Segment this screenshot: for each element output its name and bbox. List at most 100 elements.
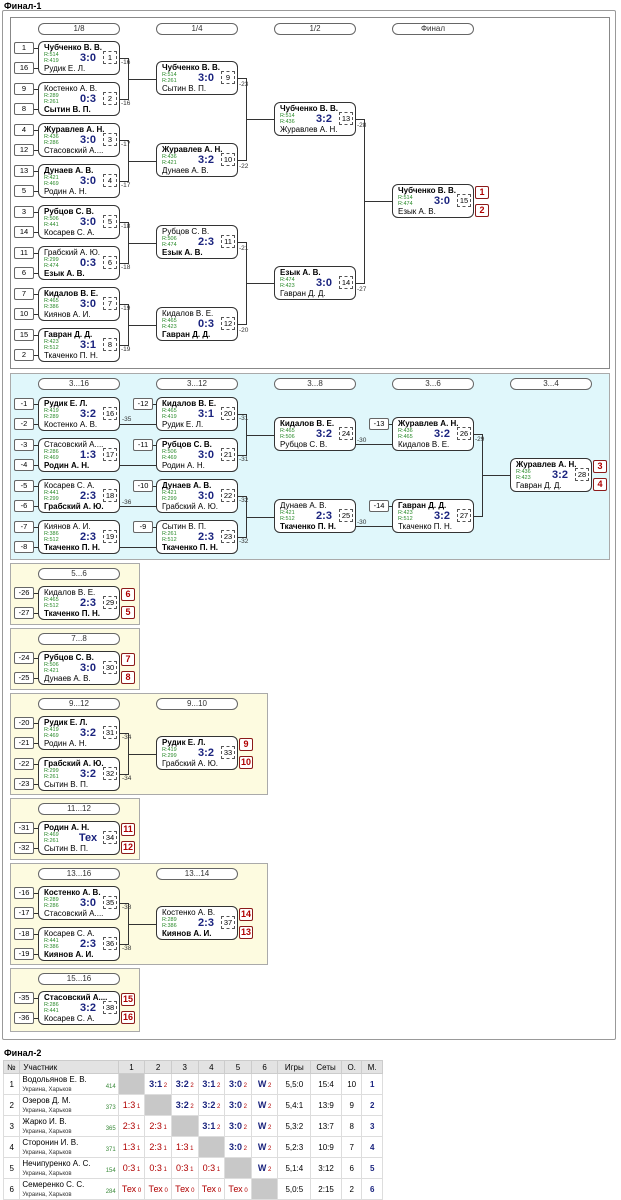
result-cell[interactable]: 2:3 1 (144, 1136, 172, 1158)
result-cell[interactable]: Тех 0 (144, 1178, 172, 1200)
result-cell[interactable]: 0:3 1 (144, 1157, 172, 1179)
result-cell[interactable]: W 2 (250, 1094, 279, 1116)
column-header-num: 4 (197, 1060, 226, 1074)
seed-box: -9 (133, 521, 153, 533)
result-points: 0 (242, 1188, 248, 1194)
result-cell[interactable]: Тех 0 (117, 1178, 146, 1200)
rating-top: R:465 (44, 597, 59, 603)
result-cell[interactable]: 0:3 1 (197, 1157, 226, 1179)
result-cell[interactable]: 1:3 1 (117, 1094, 146, 1116)
result-cell[interactable]: 3:1 2 (197, 1073, 226, 1095)
rating-bottom: R:512 (280, 516, 295, 522)
bracket-line (34, 355, 38, 356)
result-cell[interactable]: Тех 0 (197, 1178, 226, 1200)
result-cell[interactable]: 0:3 1 (170, 1157, 199, 1179)
player-top: Чубченко В. В. (44, 43, 102, 52)
result-cell[interactable]: 0:3 1 (117, 1157, 146, 1179)
match-score: 3:2 (198, 747, 214, 759)
rating-bottom: R:286 (44, 140, 59, 146)
seed-box: -27 (14, 607, 34, 619)
rating-bottom: R:474 (398, 201, 413, 207)
result-cell[interactable]: W 2 (250, 1073, 279, 1095)
result-cell[interactable]: Тех 0 (170, 1178, 199, 1200)
result-cell[interactable]: W 2 (250, 1157, 279, 1179)
player-bottom: Ткаченко П. Н. (162, 543, 218, 552)
result-cell[interactable]: 1:3 1 (170, 1136, 199, 1158)
match-score: 3:0 (198, 490, 214, 502)
participant-city: Украина, Харьков (22, 1171, 72, 1177)
result-cell[interactable]: 3:2 2 (197, 1094, 226, 1116)
result-points: 2 (242, 1104, 248, 1110)
bracket-line (34, 893, 38, 894)
match-number: 36 (103, 937, 117, 950)
seed-box: 3 (14, 206, 34, 218)
bracket-line (34, 998, 38, 999)
result-cell[interactable]: 2:3 1 (117, 1115, 146, 1137)
result-cell[interactable]: Тех 0 (224, 1178, 252, 1200)
result-cell[interactable]: 3:1 2 (197, 1115, 226, 1137)
result-cell[interactable]: W 2 (250, 1115, 279, 1137)
match-number: 6 (103, 256, 117, 269)
result-cell[interactable]: 3:0 2 (224, 1094, 252, 1116)
result-points: 0 (189, 1188, 195, 1194)
result-cell[interactable]: W 2 (250, 1136, 279, 1158)
result-cell[interactable]: 3:0 2 (224, 1136, 252, 1158)
result-cell[interactable]: 3:1 2 (144, 1073, 172, 1095)
place-badge: 4 (593, 478, 607, 491)
result-cell[interactable]: 2:3 1 (144, 1115, 172, 1137)
result-cell[interactable]: 3:0 2 (224, 1073, 252, 1095)
result-cell[interactable]: 1:3 1 (117, 1136, 146, 1158)
result-points: 2 (266, 1146, 272, 1152)
seed-box: -13 (369, 418, 389, 430)
rating-bottom: R:441 (44, 222, 59, 228)
round-header: 11...12 (38, 803, 120, 815)
match-number: 32 (103, 767, 117, 780)
seed-box: -19 (14, 948, 34, 960)
player-top: Киянов А. И. (44, 522, 91, 531)
result-cell[interactable]: 3:0 2 (224, 1115, 252, 1137)
result-cell[interactable]: 3:2 2 (170, 1073, 199, 1095)
bracket-line (34, 109, 38, 110)
loser-destination: -17 (121, 182, 131, 189)
match-score: 3:0 (316, 277, 332, 289)
result-cell[interactable]: 3:2 2 (170, 1094, 199, 1116)
